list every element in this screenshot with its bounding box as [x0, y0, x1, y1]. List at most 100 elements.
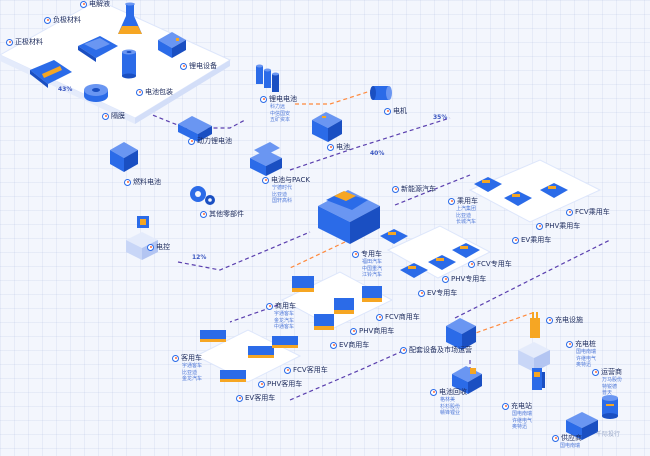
label-phv-passenger: PHV乘用车: [536, 222, 580, 230]
dot-icon: [350, 327, 357, 335]
commercial-companies: 宇通客车金龙汽车中通客车: [274, 311, 295, 330]
database-icon: [602, 395, 618, 419]
label-charging-pile: 充电桩: [566, 340, 596, 348]
dot-icon: [102, 112, 109, 120]
pct-cathode: 43%: [58, 86, 73, 93]
flask-icon: [118, 2, 142, 34]
connector-bus-to-support: [289, 349, 406, 401]
charging-station-icon: [532, 368, 545, 390]
label-charging-station: 充电站: [502, 402, 532, 410]
connector-nev-to-commercial: [289, 241, 346, 269]
dot-icon: [430, 388, 437, 396]
truck-icon: [292, 276, 382, 330]
pack-companies: 宁德时代比亚迪国轩高科: [272, 185, 293, 204]
dot-icon: [327, 143, 334, 151]
dot-icon: [260, 95, 267, 103]
passenger-car-icon: [474, 177, 568, 206]
charging-pile-companies: 国电南瑞许继电气奥特迅: [576, 349, 597, 368]
dot-icon: [566, 340, 573, 348]
dot-icon: [147, 243, 154, 251]
dot-icon: [284, 366, 291, 374]
label-commercial: 商用车: [266, 302, 296, 310]
label-other-parts: 其他零部件: [200, 210, 244, 218]
dot-icon: [6, 38, 13, 46]
dot-icon: [546, 316, 553, 324]
label-motor: 电机: [384, 107, 407, 115]
recycle-icon: [452, 366, 482, 394]
label-ev-commercial: EV商用车: [330, 341, 369, 349]
dot-icon: [592, 368, 599, 376]
label-phv-commercial: PHV商用车: [350, 327, 394, 335]
label-pack: 电池与PACK: [262, 176, 310, 184]
support-device-icon: [446, 318, 476, 350]
label-fcv-commercial: FCV商用车: [376, 313, 420, 321]
label-ev-bus: EV客用车: [236, 394, 275, 402]
label-nev: 新能源汽车: [392, 185, 436, 193]
label-bus: 客用车: [172, 354, 202, 362]
ecu-chip-icon: [126, 216, 158, 260]
pct-12: 12%: [192, 254, 207, 261]
label-passenger: 乘用车: [448, 197, 478, 205]
label-fcv-special: FCV专用车: [468, 260, 512, 268]
dot-icon: [80, 0, 87, 8]
dot-icon: [236, 394, 243, 402]
passenger-companies: 上汽集团比亚迪长城汽车: [456, 206, 477, 225]
dot-icon: [400, 346, 407, 354]
dot-icon: [468, 260, 475, 268]
special-vehicle-icon: [380, 229, 480, 278]
special-companies: 福田汽车中国重汽江铃汽车: [362, 259, 383, 278]
supplier-icon: [566, 412, 598, 440]
label-lithium-equipment: 锂电设备: [180, 62, 217, 70]
connector-support-to-charging: [469, 311, 536, 336]
dot-icon: [566, 208, 573, 216]
label-battery-pack-material: 电池包装: [136, 88, 173, 96]
dot-icon: [266, 302, 273, 310]
recycle-companies: 格林美杉杉股份赣锋锂业: [440, 397, 461, 416]
label-ev-passenger: EV乘用车: [512, 236, 551, 244]
label-power-battery: 动力锂电池: [188, 137, 232, 145]
label-cathode: 正极材料: [6, 38, 43, 46]
dot-icon: [442, 275, 449, 283]
dot-icon: [136, 88, 143, 96]
connector-lithium-to-motor: [295, 87, 381, 105]
pct-35: 35%: [433, 114, 448, 121]
dot-icon: [124, 178, 131, 186]
dot-icon: [44, 16, 51, 24]
label-special: 专用车: [352, 250, 382, 258]
dot-icon: [258, 380, 265, 388]
dot-icon: [512, 236, 519, 244]
label-ev-special: EV专用车: [418, 289, 457, 297]
lithium-companies: 科力远中信国安五矿资本: [270, 104, 291, 123]
separator-roll-icon: [84, 84, 108, 102]
label-ecu: 电控: [147, 243, 170, 251]
dot-icon: [502, 402, 509, 410]
label-battery: 电池: [327, 143, 350, 151]
motor-icon: [370, 86, 392, 100]
gear-icon: [190, 186, 215, 205]
dot-icon: [180, 62, 187, 70]
supplier-companies: 国电南瑞: [560, 443, 581, 449]
pct-40: 40%: [370, 150, 385, 157]
dot-icon: [418, 289, 425, 297]
dot-icon: [200, 210, 207, 218]
equipment-icon: [158, 32, 186, 58]
label-anode: 负极材料: [44, 16, 81, 24]
operator-companies: 万马股份特锐德普天: [602, 377, 623, 396]
battery-pack-icon: [250, 142, 282, 176]
dot-icon: [536, 222, 543, 230]
watermark: 千际投行: [596, 431, 621, 438]
bus-icon: [200, 330, 298, 382]
dot-icon: [172, 354, 179, 362]
dot-icon: [376, 313, 383, 321]
dot-icon: [352, 250, 359, 258]
cathode-material-icon: [30, 60, 72, 88]
label-recycle: 电池回收: [430, 388, 467, 396]
bus-companies: 宇通客车比亚迪金龙汽车: [182, 363, 203, 382]
label-fuel-cell: 燃料电池: [124, 178, 161, 186]
nev-car-icon: [318, 190, 380, 244]
dot-icon: [188, 137, 195, 145]
upstream-platform: [0, 0, 232, 119]
anode-material-icon: [78, 36, 118, 62]
